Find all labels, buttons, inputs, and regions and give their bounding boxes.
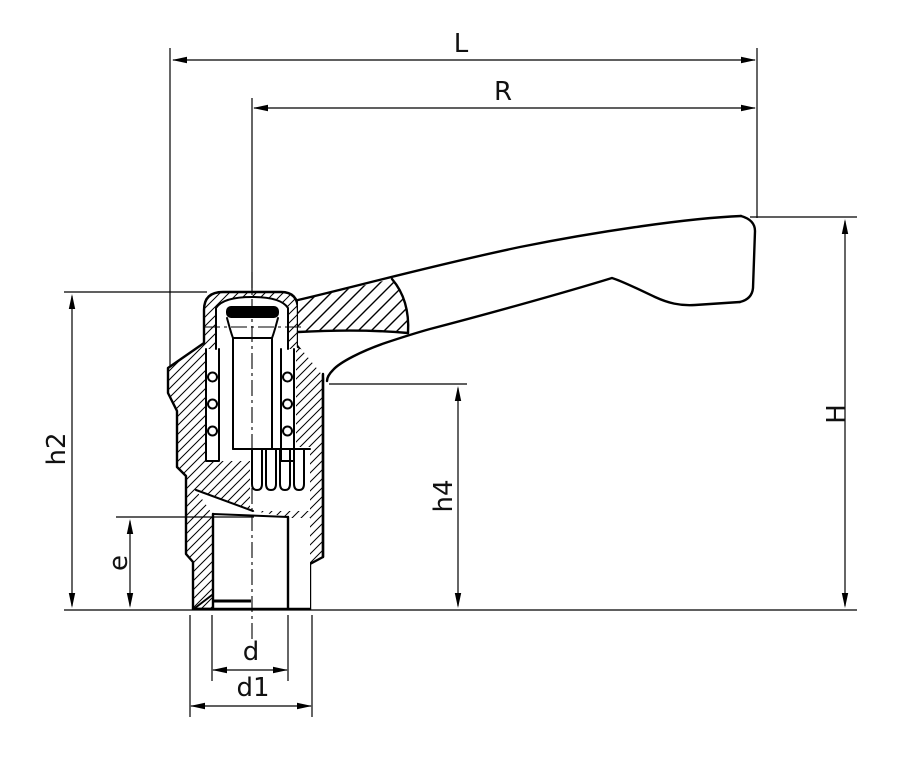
dim-label-R: R [494,77,512,107]
arm-top-edge [296,214,743,302]
handle-arm [296,214,757,559]
cap-inner-wall [215,296,289,350]
nut-right-half [288,518,310,609]
sleeve-right [280,348,295,462]
dimension-e: e [104,519,134,608]
dimension-L: L [172,29,756,64]
arm-fill [298,216,755,381]
dimension-h2: h2 [42,294,76,608]
dim-label-L: L [454,29,469,59]
stud-neck-right [271,317,279,339]
arm-section-band [298,279,409,333]
dimensions: L R H h2 h4 [42,29,857,717]
arm-section-inner-line [296,329,410,335]
bottom-chamfer [194,594,213,609]
detent-balls [207,371,293,437]
bore-top [212,513,289,518]
serration-teeth [251,448,305,491]
dim-label-e: e [104,555,134,571]
ext-lines-d1 [189,615,313,717]
dimension-d: d [212,637,288,674]
dimension-R: R [253,77,756,112]
dim-label-d1: d1 [236,673,269,703]
arm-tip [738,214,757,304]
dim-label-h4: h4 [429,479,459,512]
bore-cavity [196,490,288,609]
arm-underside [325,276,742,383]
dimension-H: H [822,219,852,608]
arm-break-arc [390,277,410,335]
dim-label-H: H [822,404,852,424]
dimension-d1: d1 [190,673,312,710]
sleeve-left [205,348,220,462]
dim-label-d: d [243,637,260,667]
stud-neck-left [226,317,234,339]
cone-seat [195,489,254,512]
dimension-h4: h4 [429,386,462,608]
dim-label-h2: h2 [42,432,72,465]
